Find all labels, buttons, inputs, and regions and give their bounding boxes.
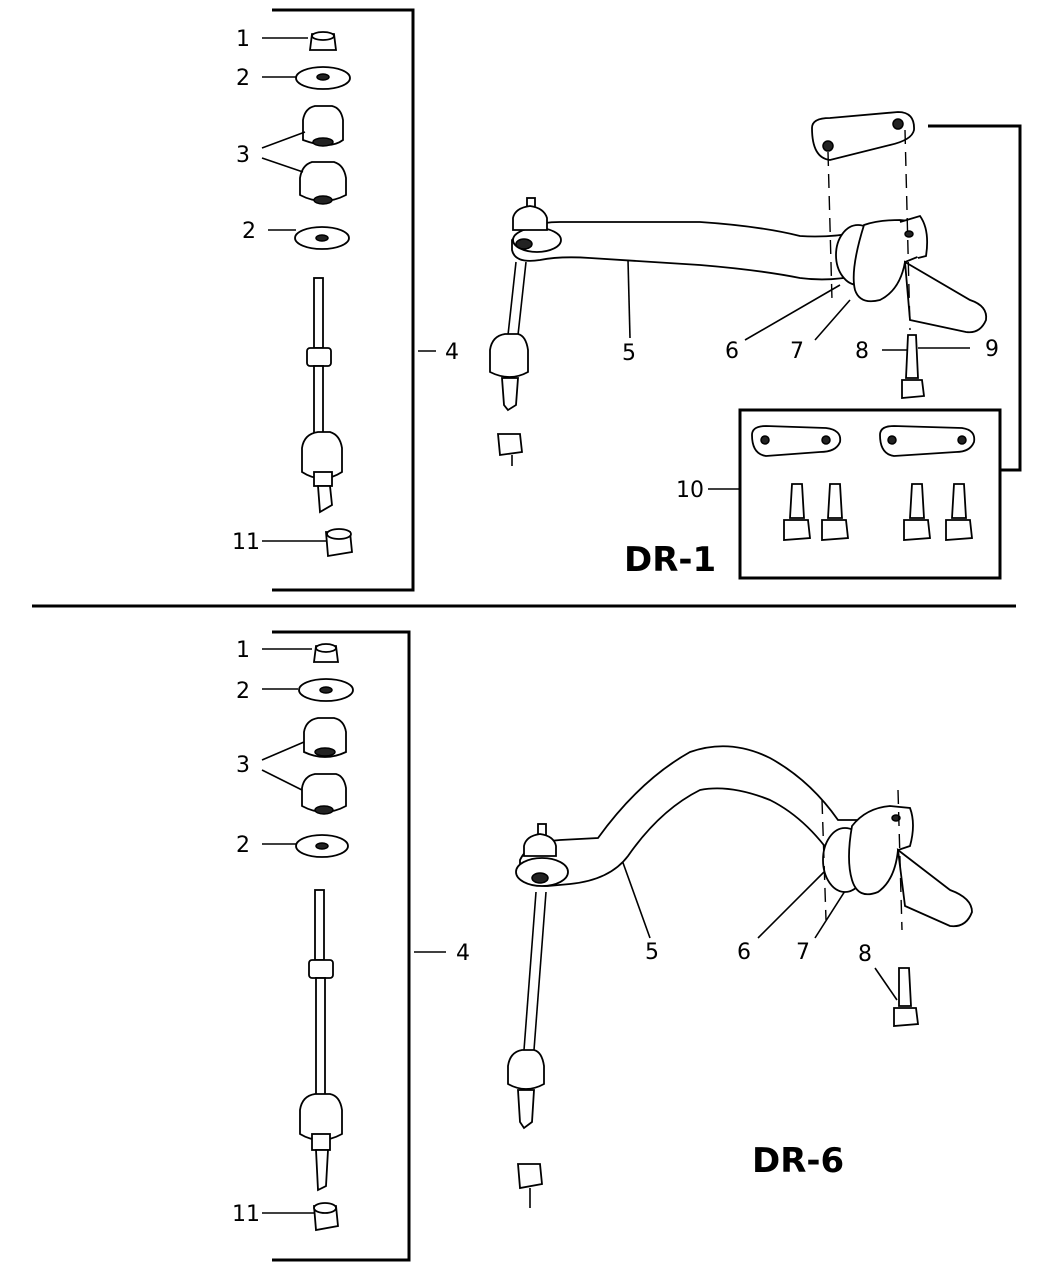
callout-label: 11	[232, 530, 260, 555]
callout-label: 10	[676, 478, 704, 503]
callout-label: 3	[236, 753, 250, 778]
link-kit-parts	[294, 31, 353, 558]
callout-label: 9	[985, 337, 999, 362]
callout-label: 6	[725, 339, 739, 364]
callout-label: 2	[236, 679, 250, 704]
callout-label: 8	[858, 942, 872, 967]
callout-label: 4	[456, 941, 470, 966]
section-dr-1: 1 2 3 2 4 5 6 7 8 9 10 11 DR-1	[232, 8, 1022, 592]
callout-label: 11	[232, 1202, 260, 1227]
callout-label: 2	[242, 219, 256, 244]
callout-label: 2	[236, 66, 250, 91]
callout-label: 1	[236, 27, 250, 52]
diagram-title: DR-6	[752, 1141, 844, 1181]
link-kit-parts	[295, 643, 354, 1232]
diagram-title: DR-1	[624, 540, 716, 580]
section-dr-6: 1 2 3 2 4 5 6 7 8 11 DR-6	[232, 630, 973, 1262]
callout-label: 7	[796, 940, 810, 965]
callout-label: 4	[445, 340, 459, 365]
link-kit-bracket	[272, 630, 411, 1262]
callout-label: 6	[737, 940, 751, 965]
callout-label: 3	[236, 143, 250, 168]
callout-label: 2	[236, 833, 250, 858]
leader-lines-bottom	[261, 648, 898, 1214]
callout-label: 1	[236, 638, 250, 663]
callout-label: 5	[645, 940, 659, 965]
callout-label: 7	[790, 339, 804, 364]
callout-label: 5	[622, 341, 636, 366]
callout-label: 8	[855, 339, 869, 364]
sway-bar-dr1	[489, 111, 1022, 472]
link-kit-bracket	[272, 8, 415, 592]
kit-box-10	[738, 408, 1002, 580]
leader-lines-top	[261, 37, 970, 542]
sway-bar-dr6	[507, 745, 973, 1208]
